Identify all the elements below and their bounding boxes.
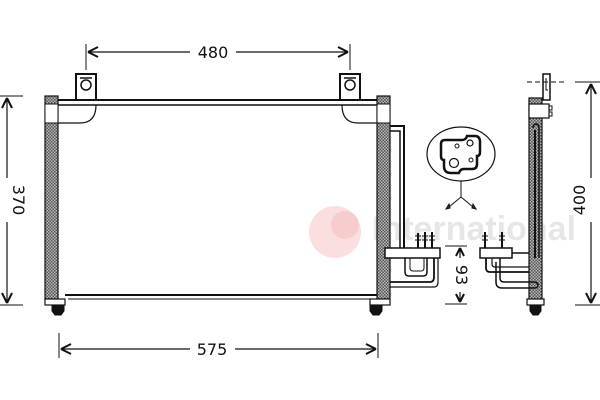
- dimension-480: [85, 44, 351, 70]
- dimension-93-label: 93: [452, 265, 471, 285]
- left-mount-foot: [51, 304, 65, 316]
- right-fitting-block: [479, 232, 539, 289]
- dimension-400: [527, 81, 600, 306]
- left-tank: [44, 95, 59, 300]
- dimension-575-label: 575: [197, 340, 228, 359]
- dimension-480-label: 480: [198, 43, 229, 62]
- right-tank: [376, 95, 391, 300]
- dimension-93: [445, 245, 467, 305]
- left-top-bracket: [58, 73, 97, 124]
- right-top-bracket: [339, 73, 377, 124]
- side-view: [479, 73, 553, 316]
- left-fitting-block: [384, 232, 441, 277]
- dimension-400-label: 400: [570, 185, 589, 216]
- flange-detail: [426, 126, 496, 210]
- front-view: [44, 73, 441, 316]
- dimension-370-label: 370: [9, 185, 28, 216]
- dimension-575: [58, 333, 379, 358]
- dimension-370: [0, 95, 23, 306]
- watermark-text: International: [372, 210, 576, 248]
- right-mount-foot: [369, 304, 383, 316]
- side-mount-foot: [529, 304, 542, 316]
